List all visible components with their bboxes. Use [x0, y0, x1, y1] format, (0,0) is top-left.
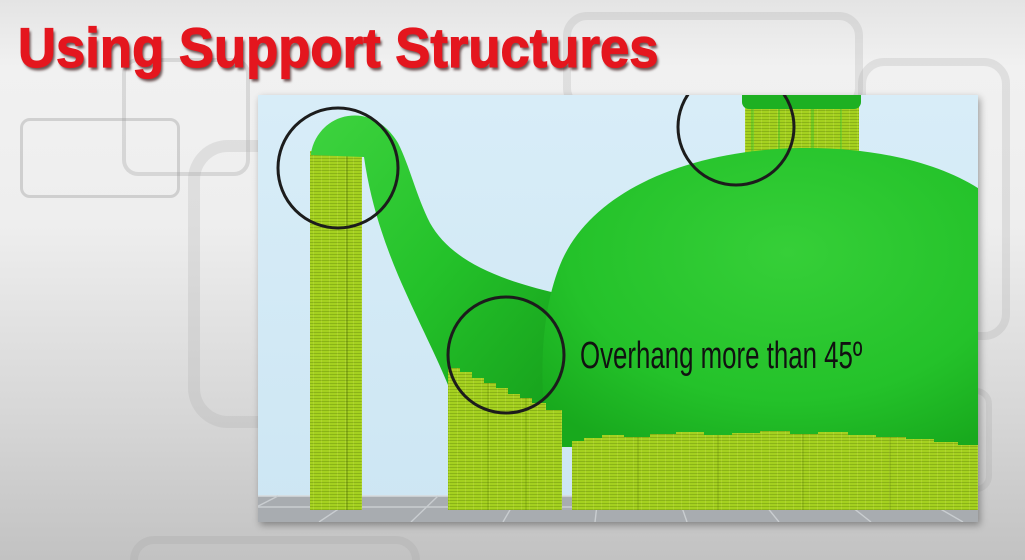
decor-rounded-rect: [130, 536, 420, 560]
lid-support-streaks: [751, 107, 842, 157]
teapot-body: [542, 147, 978, 447]
lid-streak: [751, 107, 754, 157]
floor-grid-line: [410, 495, 439, 522]
body-support-columns: [637, 434, 891, 510]
lid-streak: [840, 107, 842, 157]
body-base-support: [572, 431, 978, 510]
overhang-annotation: Overhang more than 45º: [580, 335, 863, 377]
lid-streak: [811, 107, 814, 157]
teapot-support-render: Overhang more than 45º: [258, 95, 978, 522]
decor-rounded-rect: [20, 118, 180, 198]
lid-streak: [778, 107, 780, 157]
lid-knob: [742, 95, 861, 109]
teapot-spout: [311, 115, 564, 419]
spout-tip-support-pillar: [310, 151, 362, 510]
overhang-circle-spout-tip: [276, 106, 400, 230]
floor-grid-line: [258, 495, 279, 507]
teapot-render-svg: [258, 95, 978, 522]
overhang-circle-spout-base: [446, 295, 566, 415]
overhang-circle-lid: [676, 95, 796, 187]
decor-rounded-rect: [122, 58, 250, 176]
slide-title: Using Support Structures: [17, 15, 659, 79]
